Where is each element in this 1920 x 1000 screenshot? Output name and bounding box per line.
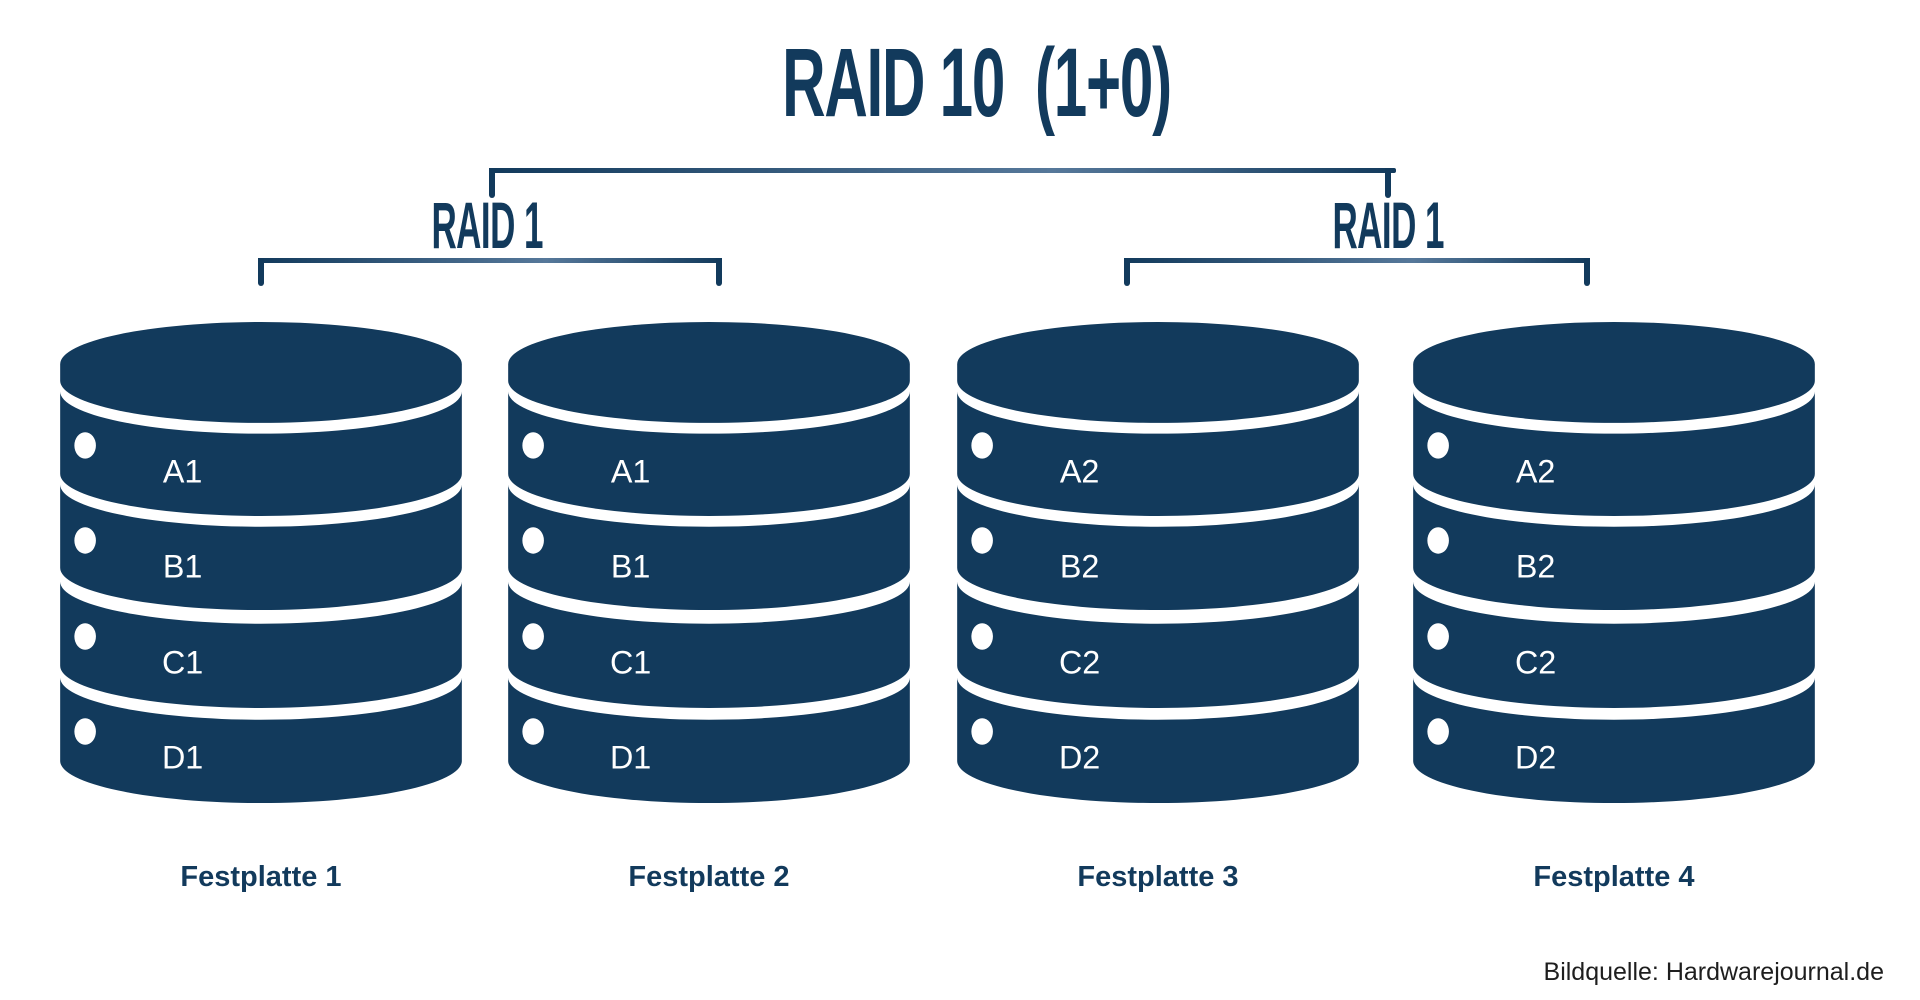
raid1-bracket-left-stub-right — [716, 258, 722, 286]
raid10-bracket-stub-left — [489, 168, 495, 198]
disk-caption: Festplatte 4 — [1533, 861, 1695, 893]
disk-caption: Festplatte 1 — [180, 861, 342, 893]
disk-festplatte-3: A2 B2 C2 D2 Festplatte 3 — [952, 322, 1364, 932]
block-label: A1 — [163, 454, 203, 490]
block-label: D1 — [162, 740, 203, 776]
block-label: D2 — [1059, 740, 1100, 776]
title-container: RAID 10 (1+0) — [0, 34, 1920, 131]
block-label: A2 — [1060, 454, 1100, 490]
block-label: C1 — [610, 645, 651, 681]
disk-cylinder-icon: A2 B2 C2 D2 — [1413, 322, 1815, 804]
block-label: D1 — [610, 740, 651, 776]
block-label: B2 — [1516, 549, 1556, 585]
disk-cylinder-icon: A1 B1 C1 D1 — [508, 322, 910, 804]
block-label: D2 — [1515, 740, 1556, 776]
block-label: B1 — [611, 549, 651, 585]
block-label: C2 — [1515, 645, 1556, 681]
block-label: A1 — [611, 454, 651, 490]
raid1-label-text: RAID 1 — [1332, 188, 1444, 262]
disk-cylinder-icon: A2 B2 C2 D2 — [957, 322, 1359, 804]
raid1-group-label-right: RAID 1 — [1228, 192, 1548, 258]
disk-festplatte-1: A1 B1 C1 D1 Festplatte 1 — [55, 322, 467, 932]
disk-festplatte-4: A2 B2 C2 D2 Festplatte 4 — [1408, 322, 1820, 932]
image-credit: Bildquelle: Hardwarejournal.de — [1543, 958, 1884, 986]
raid1-bracket-left-line — [258, 258, 722, 263]
block-label: C1 — [162, 645, 203, 681]
disk-caption: Festplatte 2 — [628, 861, 790, 893]
raid1-bracket-right-line — [1124, 258, 1590, 263]
raid10-bracket-stub-right — [1385, 168, 1391, 198]
disk-caption: Festplatte 3 — [1077, 861, 1239, 893]
disk-cylinder-icon: A1 B1 C1 D1 — [60, 322, 462, 804]
block-label: A2 — [1516, 454, 1556, 490]
page-title: RAID 10 (1+0) — [781, 28, 1172, 137]
raid1-label-text: RAID 1 — [431, 188, 543, 262]
raid1-bracket-left-stub-left — [258, 258, 264, 286]
block-label: B2 — [1060, 549, 1100, 585]
raid1-bracket-right-stub-right — [1584, 258, 1590, 286]
block-label: C2 — [1059, 645, 1100, 681]
raid10-bracket-line — [492, 168, 1396, 173]
disk-festplatte-2: A1 B1 C1 D1 Festplatte 2 — [503, 322, 915, 932]
raid1-group-label-left: RAID 1 — [327, 192, 647, 258]
raid1-bracket-right-stub-left — [1124, 258, 1130, 286]
block-label: B1 — [163, 549, 203, 585]
